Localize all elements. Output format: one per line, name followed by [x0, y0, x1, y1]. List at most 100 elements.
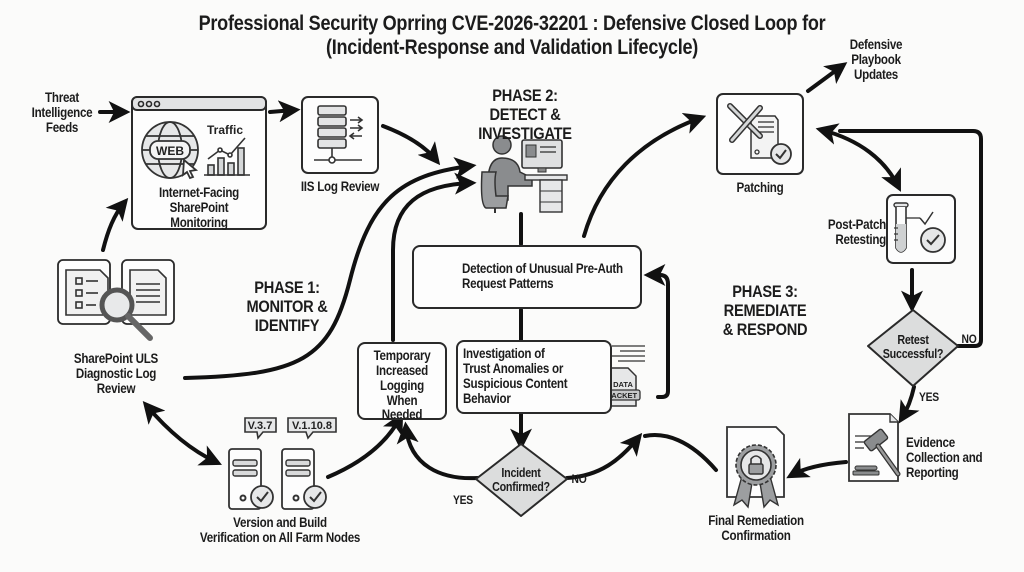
label-line: DETECT &: [489, 105, 561, 125]
evidence-gavel-icon: [848, 413, 901, 482]
arrow-patching-to-playbook: [806, 62, 848, 93]
label-line: PHASE 3:: [732, 282, 798, 301]
label-line: SharePoint Monitoring: [169, 199, 229, 230]
arrow-decision-yes-to-templogging: [396, 421, 480, 481]
label-line: Logging When: [380, 377, 424, 408]
incident-no-label: NO: [571, 472, 587, 486]
arrow-final-to-loop: [643, 433, 718, 472]
incident-yes-label: YES: [453, 493, 473, 507]
label-line: Post-Patch: [827, 217, 886, 232]
traffic-chart-icon: [204, 137, 250, 176]
label-line: Detection of Unusual Pre-Auth: [462, 261, 623, 276]
final-confirmation-label: Final Remediation Confirmation: [701, 513, 811, 544]
investigation-label: Investigation of Trust Anomalies or Susp…: [463, 346, 583, 406]
label-line: Retest: [897, 333, 929, 347]
diagram-title: Professional Security Oprring CVE-2026-3…: [168, 12, 856, 61]
monitoring-label: Internet-Facing SharePoint Monitoring: [141, 185, 256, 231]
label-line: Version and Build: [233, 515, 327, 530]
label-line: Needed: [381, 407, 423, 423]
incident-decision-diamond: [475, 443, 568, 517]
label-line: Updates: [853, 66, 898, 82]
arrow-investigation-loop-to-detection: [643, 264, 670, 399]
label-line: PHASE 2:: [492, 86, 558, 105]
label-line: Confirmed?: [492, 479, 550, 494]
version-servers-icon: [228, 417, 337, 510]
incident-decision-label: Incident Confirmed?: [487, 466, 556, 495]
monitoring-box: WEB Traffic: [131, 96, 267, 230]
label-line: REMEDIATE: [723, 301, 807, 321]
label-line: Suspicious Content: [463, 375, 568, 391]
arrow-decision-no-to-loop: [565, 432, 643, 480]
label-line: IDENTIFY: [254, 316, 320, 336]
certificate-lock-icon: [726, 426, 785, 509]
evidence-label: Evidence Collection and Reporting: [906, 435, 992, 481]
label-line: Evidence: [906, 435, 955, 450]
investigation-box: [456, 340, 612, 414]
label-line: Defensive: [849, 37, 903, 52]
label-line: Increased: [376, 362, 428, 378]
iis-log-label: IIS Log Review: [297, 179, 383, 195]
retest-no-label: NO: [961, 332, 977, 346]
label-line: Diagnostic Log: [75, 365, 157, 381]
label-line: Verification on All Farm Nodes: [199, 529, 361, 545]
label-line: Retesting: [835, 231, 886, 247]
label-line: Successful?: [882, 346, 944, 361]
version-check-label: Version and Build Verification on All Fa…: [194, 515, 366, 546]
detection-box: [412, 245, 642, 309]
label-line: Investigation of: [463, 346, 545, 361]
phase-2-label: PHASE 2: DETECT & INVESTIGATE: [473, 86, 576, 143]
label-line: Trust Anomalies or: [463, 360, 564, 376]
temp-logging-label: Temporary Increased Logging When Needed: [363, 348, 440, 423]
packet-text-2a: DATA: [613, 380, 633, 389]
packet-text-2b: PACKET: [607, 391, 638, 400]
arrow-templogging-to-analyst: [391, 172, 477, 342]
temp-logging-box: [357, 342, 447, 420]
label-line: Threat: [45, 90, 79, 105]
phase-1-label: PHASE 1: MONITOR & IDENTIFY: [240, 278, 335, 335]
label-line: Incident: [501, 466, 541, 480]
label-line: Request Patterns: [462, 275, 554, 291]
label-line: Confirmation: [721, 527, 791, 543]
title-line-1: Professional Security Oprring CVE-2026-3…: [198, 12, 826, 35]
globe-web-icon: [141, 121, 199, 180]
label-line: Collection and: [906, 449, 983, 465]
arrow-evidence-to-final: [786, 457, 848, 479]
label-line: Intelligence: [31, 104, 93, 120]
playbook-label: Defensive Playbook Updates: [842, 37, 911, 83]
label-line: Temporary: [373, 348, 431, 363]
arrow-uls-version-bidirectional: [142, 400, 222, 466]
arrow-version-to-templogging: [326, 412, 404, 479]
arrow-retest-no-to-patching: [838, 129, 983, 348]
label-line: Playbook: [851, 51, 901, 67]
arrow-patching-to-retesting: [815, 123, 901, 192]
version-badge-2: V.1.10.8: [292, 420, 332, 432]
label-line: IIS Log Review: [300, 179, 380, 194]
label-line: Reporting: [906, 464, 959, 480]
test-tube-icon: [886, 194, 956, 264]
label-line: PHASE 1:: [254, 278, 320, 297]
label-line: Review: [96, 380, 136, 396]
retest-decision-diamond: [867, 309, 959, 387]
version-badge-1: V.3.7: [248, 420, 273, 432]
label-line: Final Remediation: [708, 513, 804, 528]
threat-feeds-label: Threat Intelligence Feeds: [26, 90, 98, 136]
retesting-label: Post-Patch Retesting: [819, 217, 886, 248]
arrow-monitoring-to-iis: [268, 100, 301, 123]
label-line: INVESTIGATE: [478, 124, 572, 144]
arrow-uls-to-monitoring: [101, 197, 129, 252]
iis-server-icon: [301, 96, 379, 174]
label-line: SharePoint ULS: [73, 351, 159, 366]
arrow-analyst-to-patching: [582, 112, 707, 238]
label-line: & RESPOND: [722, 320, 808, 340]
label-line: MONITOR &: [246, 297, 328, 317]
patching-tools-icon: [716, 93, 804, 175]
label-line: Feeds: [45, 119, 79, 135]
retest-yes-label: YES: [919, 390, 939, 404]
analyst-workstation-icon: [480, 135, 568, 213]
arrow-uls-to-analyst: [183, 157, 477, 380]
label-line: Behavior: [463, 390, 511, 406]
web-icon-text: WEB: [156, 144, 184, 158]
arrow-retest-yes-to-evidence: [898, 385, 920, 424]
uls-documents-magnifier-icon: [57, 259, 175, 341]
